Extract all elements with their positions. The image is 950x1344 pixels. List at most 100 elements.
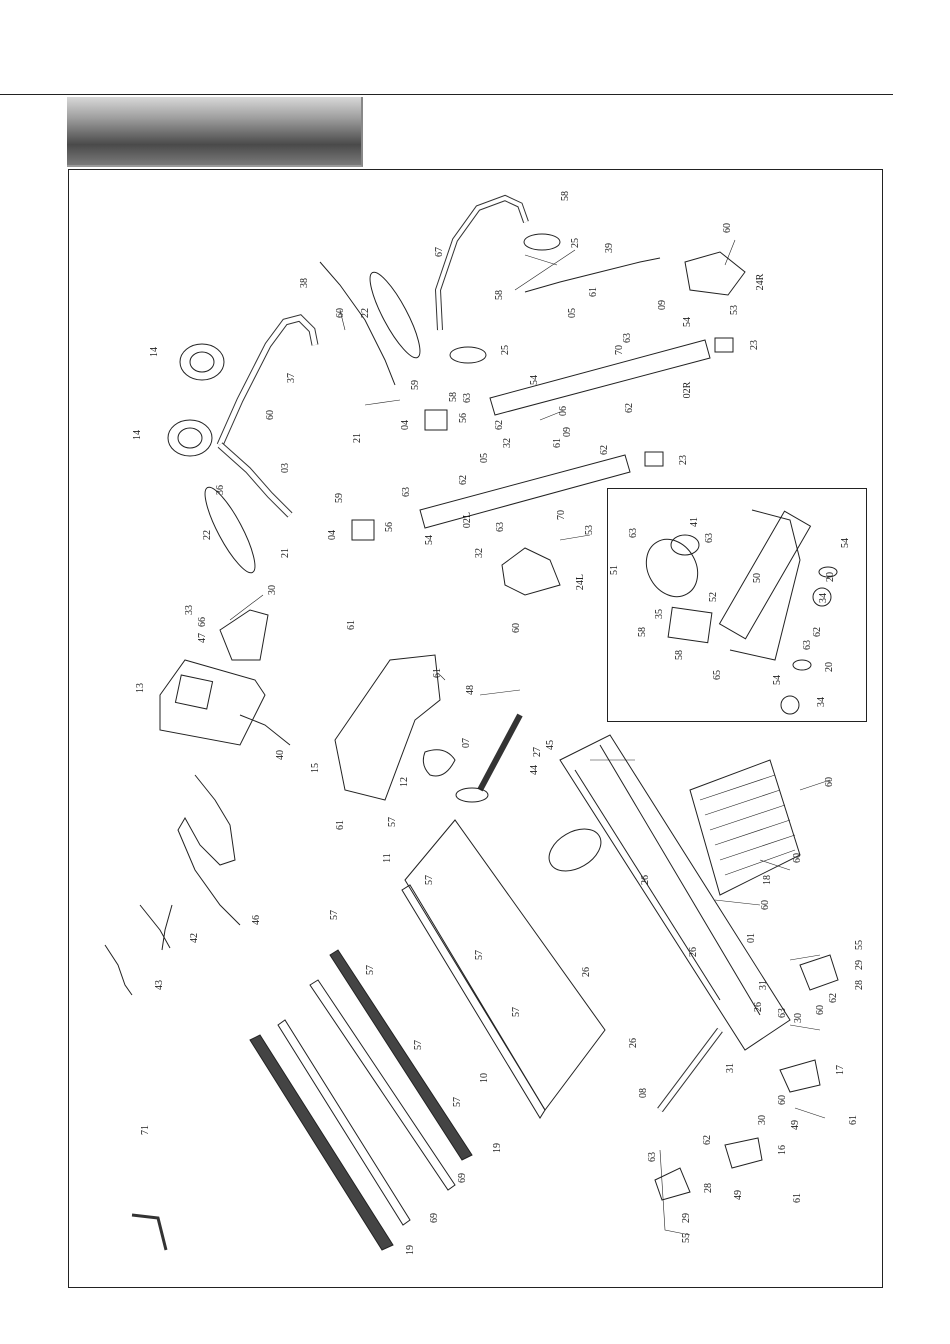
cable-38 (319, 261, 396, 386)
side-rail-19a (329, 949, 473, 1161)
part-label-lbl-53b: 53 (584, 525, 595, 535)
part-label-lbl-56b: 56 (384, 522, 395, 532)
part-label-lbl-04b: 04 (327, 530, 338, 540)
part-label-ins-52: 52 (708, 592, 719, 602)
part-label-lbl-30a: 30 (267, 585, 278, 595)
part-label-lbl-25a: 25 (570, 238, 581, 248)
part-label-lbl-71: 71 (140, 1125, 151, 1135)
part-label-lbl-57c: 57 (329, 910, 340, 920)
part-label-lbl-13: 13 (135, 683, 146, 693)
part-label-lbl-28a: 28 (854, 980, 865, 990)
part-label-lbl-53a: 53 (729, 305, 740, 315)
part-label-lbl-04a: 04 (400, 420, 411, 430)
part-label-lbl-07: 07 (461, 738, 472, 748)
part-label-lbl-58a: 58 (560, 191, 571, 201)
part-label-lbl-38: 38 (299, 278, 310, 288)
top-rule (0, 94, 893, 95)
part-label-lbl-21b: 21 (280, 548, 291, 558)
part-label-lbl-57e: 57 (365, 965, 376, 975)
part-label-lbl-14a: 14 (149, 347, 160, 357)
inset-wheel-34b (780, 695, 800, 715)
part-label-lbl-56a: 56 (458, 413, 469, 423)
part-label-lbl-19b: 19 (405, 1245, 416, 1255)
cable-43 (104, 944, 133, 996)
motor-cover-15 (334, 654, 441, 801)
part-label-lbl-27: 27 (532, 747, 543, 757)
upright-03 (216, 314, 319, 447)
part-label-lbl-60d: 60 (511, 623, 522, 633)
motor-detail-inset-frame (607, 488, 867, 722)
part-label-lbl-61c: 61 (346, 620, 357, 630)
bracket-23b (644, 451, 664, 467)
part-label-lbl-01: 01 (746, 933, 757, 943)
part-label-lbl-62b: 62 (624, 403, 635, 413)
part-label-lbl-63c: 63 (401, 487, 412, 497)
part-label-lbl-69a: 69 (457, 1173, 468, 1183)
part-label-lbl-16: 16 (777, 1145, 788, 1155)
part-label-lbl-26d: 26 (753, 1002, 764, 1012)
part-label-lbl-57h: 57 (452, 1097, 463, 1107)
bracket-04a (424, 409, 448, 431)
part-label-lbl-39: 39 (604, 243, 615, 253)
console-13 (159, 659, 266, 746)
part-label-lbl-22b: 22 (202, 530, 213, 540)
part-label-lbl-59a: 59 (410, 380, 421, 390)
part-label-lbl-44: 44 (529, 765, 540, 775)
part-label-lbl-60f: 60 (792, 853, 803, 863)
part-label-lbl-61g: 61 (792, 1193, 803, 1203)
part-label-lbl-60c: 60 (265, 410, 276, 420)
part-label-lbl-62e: 62 (828, 993, 839, 1003)
power-cord-46 (177, 774, 241, 926)
actuator-07 (477, 713, 523, 792)
part-label-lbl-59b: 59 (334, 493, 345, 503)
cover-24L (501, 547, 561, 596)
part-label-lbl-31b: 31 (725, 1063, 736, 1073)
cable-42 (139, 904, 173, 951)
part-label-lbl-37: 37 (286, 373, 297, 383)
bracket-23a (714, 337, 734, 353)
part-label-lbl-30b: 30 (793, 1013, 804, 1023)
rail-02R (489, 339, 711, 416)
part-label-lbl-58c: 58 (448, 392, 459, 402)
part-label-lbl-26b: 26 (688, 947, 699, 957)
inset-wheel-20a (818, 566, 838, 578)
part-label-ins-35: 35 (654, 609, 665, 619)
part-label-lbl-30c: 30 (757, 1115, 768, 1125)
part-label-lbl-47: 47 (197, 633, 208, 643)
part-label-lbl-62d: 62 (458, 475, 469, 485)
part-label-lbl-60h: 60 (815, 1005, 826, 1015)
part-label-ins-63b: 63 (704, 533, 715, 543)
part-label-lbl-46: 46 (251, 915, 262, 925)
deck-11 (404, 819, 606, 1111)
grip-22b (204, 486, 256, 574)
grip-22a (369, 271, 421, 359)
foot-16 (724, 1137, 763, 1169)
part-label-lbl-28b: 28 (703, 1183, 714, 1193)
part-label-lbl-60e: 60 (824, 777, 835, 787)
part-label-lbl-62f: 62 (702, 1135, 713, 1145)
part-label-lbl-57a: 57 (387, 817, 398, 827)
part-label-lbl-63a: 63 (622, 333, 633, 343)
part-label-lbl-23b: 23 (678, 455, 689, 465)
part-label-lbl-18: 18 (762, 875, 773, 885)
part-label-ins-54: 54 (840, 538, 851, 548)
part-label-lbl-60a: 60 (722, 223, 733, 233)
part-label-lbl-45: 45 (545, 740, 556, 750)
belt-12 (422, 749, 456, 777)
part-label-ins-58b: 58 (674, 650, 685, 660)
part-label-lbl-23a: 23 (749, 340, 760, 350)
wrench-71 (131, 1213, 168, 1251)
part-label-lbl-55a: 55 (854, 940, 865, 950)
part-label-lbl-62c: 62 (599, 445, 610, 455)
part-label-ins-54b: 54 (772, 675, 783, 685)
part-label-lbl-29b: 29 (681, 1213, 692, 1223)
part-label-lbl-40: 40 (275, 750, 286, 760)
part-label-lbl-57g: 57 (413, 1040, 424, 1050)
part-label-lbl-63f: 63 (647, 1152, 658, 1162)
part-label-lbl-42: 42 (189, 933, 200, 943)
endcap-28b (654, 1167, 691, 1201)
part-label-ins-41: 41 (689, 517, 700, 527)
part-label-lbl-55b: 55 (681, 1233, 692, 1243)
running-board-10 (401, 884, 546, 1119)
frame-01 (559, 734, 791, 1051)
